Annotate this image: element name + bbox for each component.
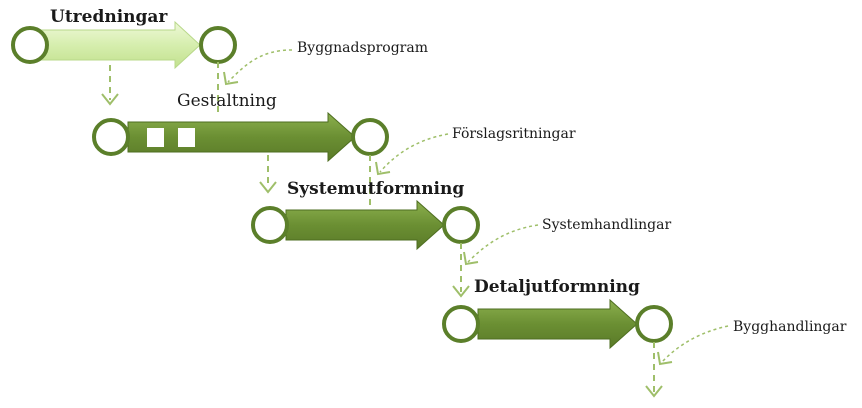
document-label-forslagsritningar: Förslagsritningar [452,126,576,142]
connector-final [645,342,663,398]
stage-label-systemutformning: Systemutformning [287,179,464,199]
stage-systemutformning: Systemutformning [251,179,480,251]
stage-start-node [92,118,130,156]
stage-end-node [442,206,480,244]
stage-start-node [11,26,49,64]
stage-end-node [199,26,237,64]
document-forslagsritningar: Förslagsritningar [375,126,576,176]
connector-utredningar-gestaltning [101,62,219,115]
stage-arrow-detaljutformning [477,298,638,350]
stage-start-node [442,305,480,343]
connector-gestaltning-systemutformning [259,155,371,205]
document-byggnadsprogram: Byggnadsprogram [223,40,428,86]
progress-block [178,128,195,147]
stage-detaljutformning: Detaljutformning [442,277,673,350]
document-label-systemhandlingar: Systemhandlingar [542,217,671,233]
stage-end-node [635,305,673,343]
stage-start-node [251,206,289,244]
stage-label-detaljutformning: Detaljutformning [474,277,640,297]
document-label-byggnadsprogram: Byggnadsprogram [297,40,428,56]
stage-utredningar: Utredningar [11,7,237,70]
document-label-bygghandlingar: Bygghandlingar [733,319,847,335]
connector-systemutformning-detaljutformning [452,243,470,298]
stage-label-gestaltning: Gestaltning [177,91,277,111]
stage-gestaltning: Gestaltning [92,91,389,163]
stage-end-node [351,118,389,156]
document-bygghandlingar: Bygghandlingar [657,319,847,366]
stage-arrow-utredningar [39,20,201,70]
progress-block [147,128,164,147]
stage-label-utredningar: Utredningar [50,7,168,27]
stage-arrow-systemutformning [285,199,445,251]
stage-arrow-gestaltning [127,111,356,163]
document-systemhandlingar: Systemhandlingar [463,217,671,266]
